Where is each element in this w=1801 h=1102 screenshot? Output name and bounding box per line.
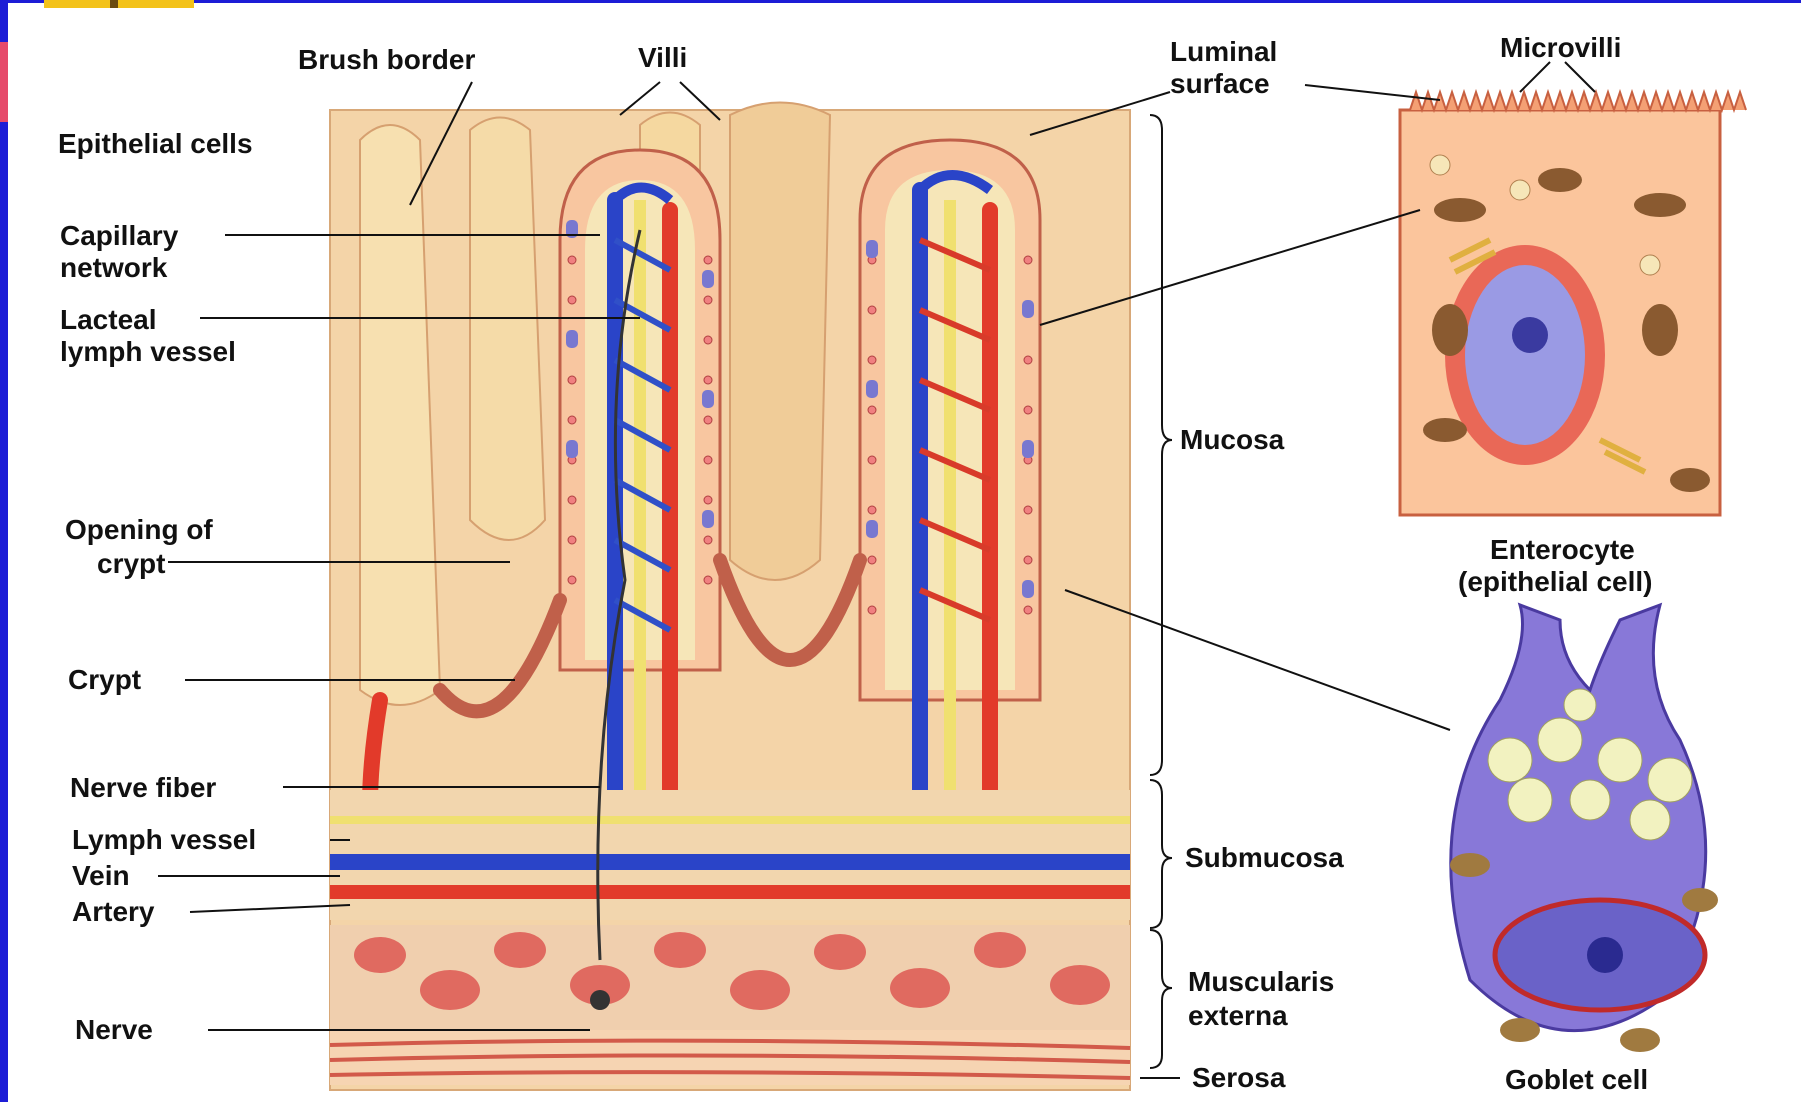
label-enterocyte-2: (epithelial cell)	[1458, 566, 1653, 598]
label-vein: Vein	[72, 860, 130, 892]
label-microvilli: Microvilli	[1500, 32, 1621, 64]
label-villi: Villi	[638, 42, 687, 74]
label-lacteal-1: Lacteal	[60, 304, 157, 336]
label-artery: Artery	[72, 896, 154, 928]
enterocyte-drawing	[1400, 92, 1746, 515]
label-capillary-network-2: network	[60, 252, 167, 284]
label-mucosa: Mucosa	[1180, 424, 1284, 456]
label-goblet-cell: Goblet cell	[1505, 1064, 1648, 1096]
label-muscularis-1: Muscularis	[1188, 966, 1334, 998]
label-lymph-vessel: Lymph vessel	[72, 824, 256, 856]
label-lacteal-2: lymph vessel	[60, 336, 236, 368]
serosa-layer	[330, 1030, 1130, 1085]
label-muscularis-2: externa	[1188, 1000, 1288, 1032]
label-opening-of-crypt-2: crypt	[97, 548, 165, 580]
label-submucosa: Submucosa	[1185, 842, 1344, 874]
goblet-cell-drawing	[1450, 605, 1718, 1052]
submucosa-layer	[330, 790, 1130, 920]
label-brush-border: Brush border	[298, 44, 475, 76]
label-nerve: Nerve	[75, 1014, 153, 1046]
label-crypt: Crypt	[68, 664, 141, 696]
label-luminal-surface-1: Luminal	[1170, 36, 1277, 68]
label-serosa: Serosa	[1192, 1062, 1285, 1094]
label-nerve-fiber: Nerve fiber	[70, 772, 216, 804]
label-epithelial-cells: Epithelial cells	[58, 128, 253, 160]
label-enterocyte-1: Enterocyte	[1490, 534, 1635, 566]
label-opening-of-crypt-1: Opening of	[65, 514, 213, 546]
label-luminal-surface-2: surface	[1170, 68, 1270, 100]
muscularis-layer	[330, 925, 1130, 1030]
label-capillary-network-1: Capillary	[60, 220, 178, 252]
